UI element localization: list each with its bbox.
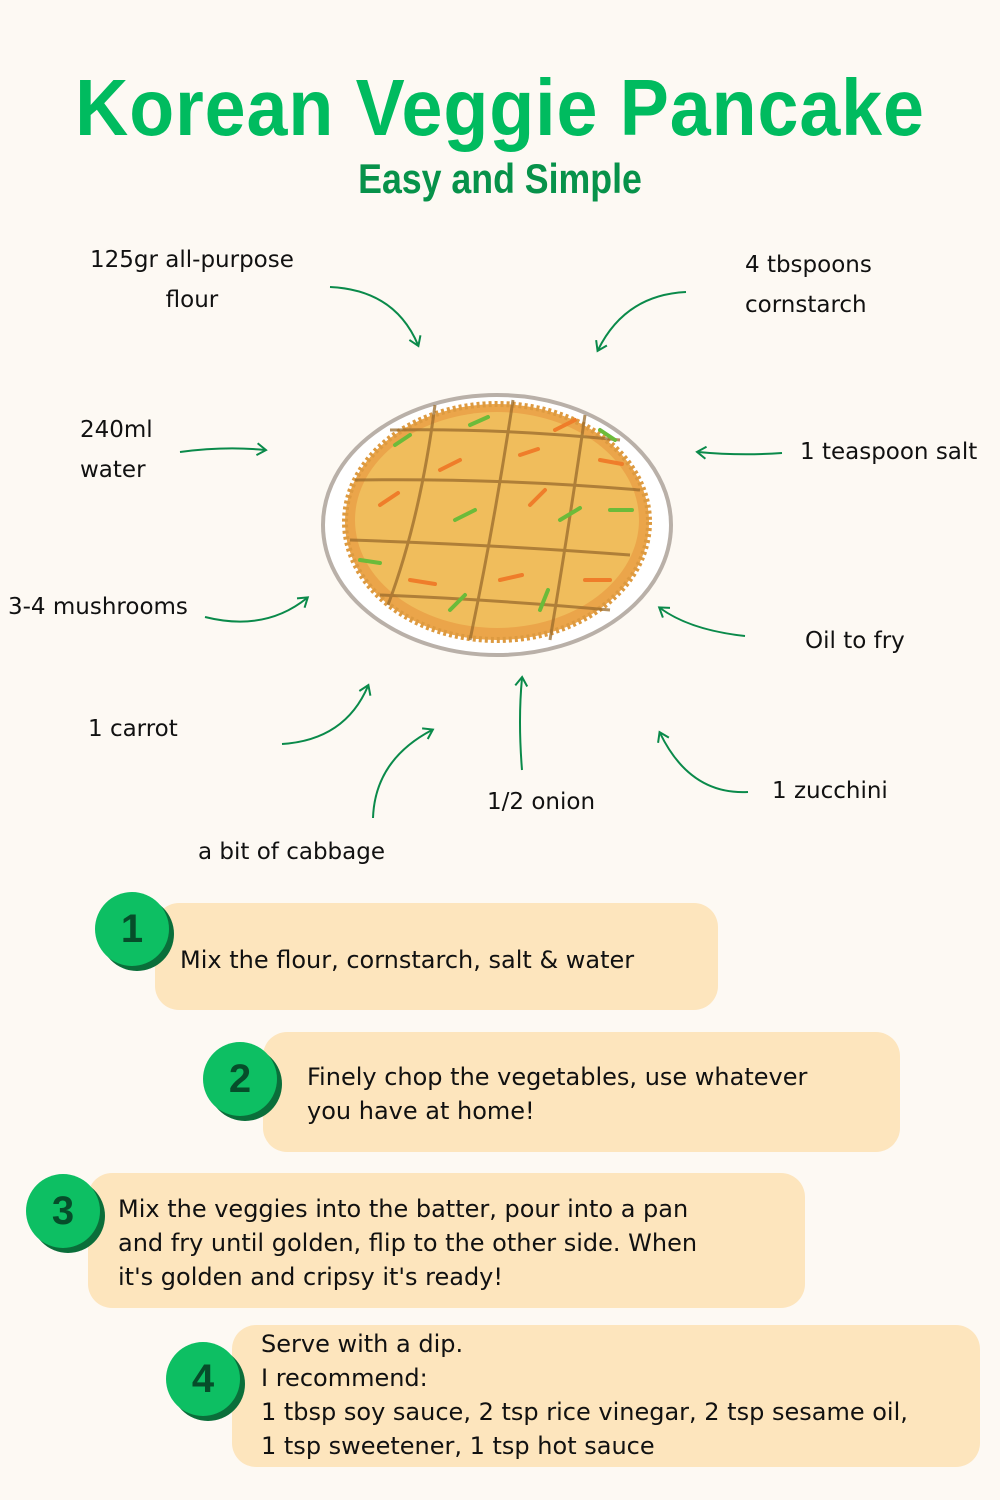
ingredient-onion: 1/2 onion	[487, 789, 596, 815]
ingredient-line: cornstarch	[745, 292, 867, 318]
ingredient-cornstarch: 4 tbspoons cornstarch	[745, 245, 872, 325]
step-2-text: Finely chop the vegetables, use whatever…	[307, 1060, 807, 1128]
ingredient-line: 4 tbspoons	[745, 252, 872, 278]
step-1-text: Mix the flour, cornstarch, salt & water	[180, 943, 634, 977]
step-line: Mix the veggies into the batter, pour in…	[118, 1195, 689, 1223]
arrow-oil	[657, 606, 746, 637]
step-3-card	[88, 1173, 805, 1308]
ingredient-line: 240ml	[80, 417, 153, 443]
ingredient-zucchini: 1 zucchini	[772, 778, 888, 804]
arrow-salt	[695, 445, 783, 460]
step-4-card	[232, 1325, 980, 1467]
arrow-carrot	[281, 683, 372, 745]
ingredient-cabbage: a bit of cabbage	[198, 839, 385, 865]
pancake-illustration	[321, 393, 673, 657]
arrow-mushrooms	[204, 596, 310, 623]
step-line: you have at home!	[307, 1097, 535, 1125]
arrow-zucchini	[657, 730, 749, 794]
step-4-badge: 4	[166, 1342, 240, 1416]
arrow-cabbage	[372, 727, 435, 819]
ingredient-mushrooms: 3-4 mushrooms	[8, 594, 188, 620]
page-title: Korean Veggie Pancake	[75, 63, 925, 152]
step-2-badge: 2	[203, 1042, 277, 1116]
step-line: I recommend:	[261, 1364, 428, 1392]
page-subtitle: Easy and Simple	[358, 155, 642, 202]
step-line: Serve with a dip.	[261, 1330, 464, 1358]
step-line: 1 tbsp soy sauce, 2 tsp rice vinegar, 2 …	[261, 1398, 908, 1426]
step-1-badge: 1	[95, 892, 169, 966]
arrow-onion	[514, 675, 529, 771]
ingredient-water: 240ml water	[80, 410, 153, 490]
ingredient-flour: 125gr all-purpose flour	[90, 240, 294, 320]
arrow-flour	[329, 286, 422, 348]
ingredient-salt: 1 teaspoon salt	[800, 439, 978, 465]
step-1-card	[155, 903, 718, 1010]
step-line: Mix the flour, cornstarch, salt & water	[180, 946, 635, 974]
step-line: and fry until golden, flip to the other …	[118, 1229, 698, 1257]
step-4-text: Serve with a dip. I recommend: 1 tbsp so…	[261, 1327, 908, 1463]
step-3-badge: 3	[26, 1174, 100, 1248]
step-line: Finely chop the vegetables, use whatever	[307, 1063, 808, 1091]
step-line: 1 tsp sweetener, 1 tsp hot sauce	[261, 1432, 655, 1460]
ingredient-line: water	[80, 457, 146, 483]
arrow-cornstarch	[595, 291, 687, 353]
ingredient-line: 125gr all-purpose	[90, 247, 294, 273]
step-3-text: Mix the veggies into the batter, pour in…	[118, 1192, 697, 1294]
step-line: it's golden and cripsy it's ready!	[118, 1263, 503, 1291]
ingredient-carrot: 1 carrot	[88, 716, 178, 742]
step-2-card	[263, 1032, 900, 1152]
ingredient-line: flour	[165, 287, 219, 313]
arrow-water	[179, 442, 268, 457]
ingredient-arrows	[179, 286, 783, 819]
ingredient-oil: Oil to fry	[805, 628, 905, 654]
